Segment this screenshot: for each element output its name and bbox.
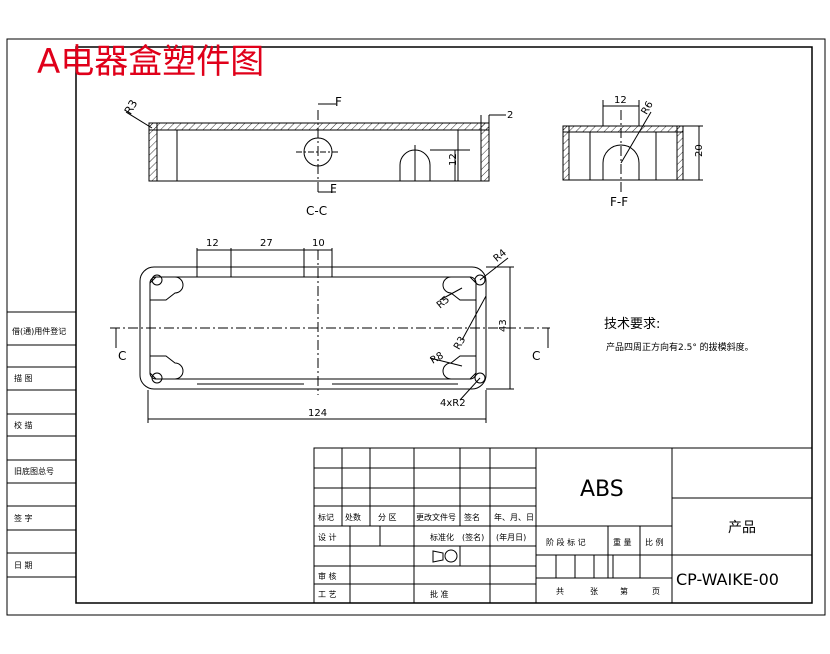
dim-r8: R8 bbox=[429, 350, 446, 366]
sign-design: 设 计 bbox=[318, 532, 337, 542]
dim-wall: 2 bbox=[507, 110, 513, 121]
tech-heading: 技术要求: bbox=[604, 317, 660, 332]
title-block bbox=[313, 447, 813, 604]
left-label-5: 日 期 bbox=[14, 561, 33, 570]
dim-r3: R3 bbox=[452, 335, 468, 352]
sign-std: 标准化 bbox=[430, 532, 454, 542]
sign-date: (年月日) bbox=[496, 532, 526, 542]
stage-h2: 比 例 bbox=[645, 537, 664, 547]
dim-r5: R5 bbox=[435, 294, 452, 311]
rev-h4: 签名 bbox=[464, 512, 480, 522]
drawing-title: A电器盒塑件图 bbox=[37, 42, 264, 82]
product-name: 产品 bbox=[728, 520, 756, 536]
sheet-total: 共 bbox=[556, 587, 564, 596]
rev-h2: 分 区 bbox=[378, 513, 397, 522]
section-ff-view bbox=[562, 100, 703, 195]
dim-h20: 20 bbox=[694, 144, 705, 157]
dim-r4: R4 bbox=[492, 248, 509, 265]
dim-124: 124 bbox=[308, 408, 327, 419]
sign-process: 工 艺 bbox=[318, 590, 337, 599]
rev-h0: 标记 bbox=[318, 512, 334, 522]
plan-view bbox=[110, 248, 550, 423]
dim-10: 10 bbox=[312, 238, 325, 249]
section-cc-view bbox=[125, 103, 506, 195]
dim-ff-width: 12 bbox=[614, 95, 627, 106]
sign-approve: 批 准 bbox=[430, 589, 449, 599]
rev-h1: 处数 bbox=[345, 512, 361, 522]
dim-h43: 43 bbox=[498, 319, 509, 332]
label-ff: F-F bbox=[610, 195, 628, 209]
label-cc: C-C bbox=[306, 204, 327, 218]
outer-frame bbox=[6, 38, 826, 616]
rev-h5: 年、月、日 bbox=[494, 512, 534, 522]
rev-h3: 更改文件号 bbox=[416, 512, 456, 522]
sheet-di: 第 bbox=[620, 586, 628, 596]
sign-sig: (签名) bbox=[462, 532, 484, 542]
cut-f-top: F bbox=[335, 95, 342, 109]
sign-review: 审 核 bbox=[318, 571, 337, 581]
left-label-0: 借(通)用件登记 bbox=[12, 326, 66, 336]
dim-r3-top: R3 bbox=[122, 98, 141, 117]
cut-c-left: C bbox=[118, 349, 126, 363]
cut-c-right: C bbox=[532, 349, 540, 363]
dim-12: 12 bbox=[206, 238, 219, 249]
left-label-3: 旧底图总号 bbox=[14, 466, 54, 476]
stage-h1: 重 量 bbox=[613, 537, 632, 547]
material: ABS bbox=[580, 477, 624, 502]
left-label-4: 签 字 bbox=[14, 513, 33, 523]
dim-slot-h: 12 bbox=[448, 153, 459, 166]
left-column bbox=[7, 311, 76, 578]
left-label-2: 校 描 bbox=[14, 420, 33, 430]
left-label-1: 描 图 bbox=[14, 373, 33, 383]
stage-h0: 阶 段 标 记 bbox=[546, 537, 586, 547]
cut-f-bottom: F bbox=[330, 182, 337, 196]
dim-27: 27 bbox=[260, 238, 273, 249]
drawing-number: CP-WAIKE-00 bbox=[676, 570, 779, 589]
dim-corner: 4xR2 bbox=[440, 398, 466, 409]
tech-note: 产品四周正方向有2.5° 的拔模斜度。 bbox=[606, 341, 754, 353]
sheet-ye: 页 bbox=[652, 587, 660, 596]
sheet-zhang: 张 bbox=[590, 587, 598, 596]
dim-r6: R6 bbox=[640, 100, 656, 117]
